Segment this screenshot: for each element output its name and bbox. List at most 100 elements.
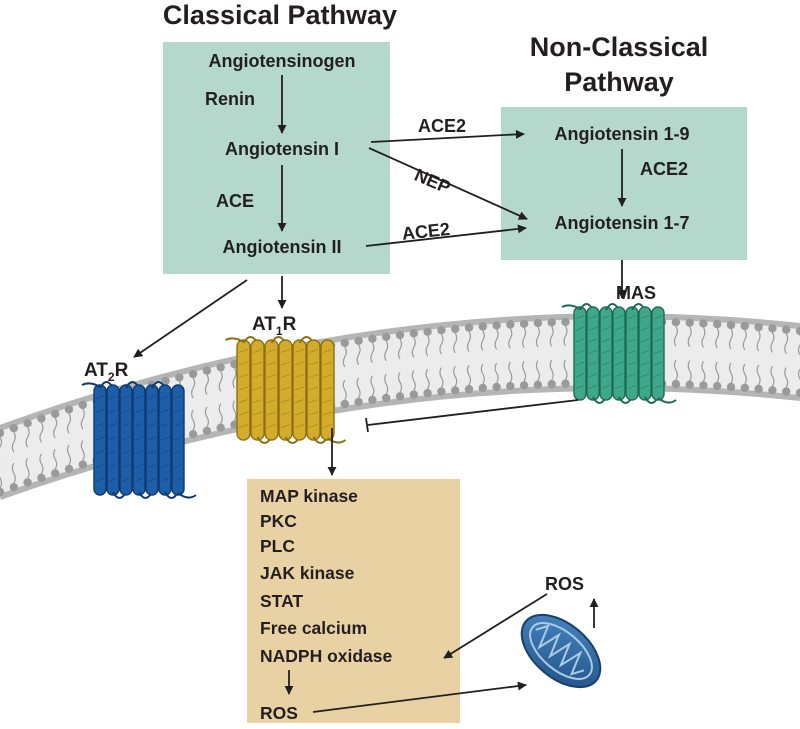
lipid-head [354, 336, 363, 345]
downstream-signaling-box [247, 479, 460, 723]
lipid-tail [784, 333, 789, 354]
lipid-tail [39, 422, 44, 443]
signaling-item: PKC [260, 511, 297, 531]
receptor-helix [145, 384, 159, 496]
signaling-item: NADPH oxidase [260, 646, 393, 666]
lipid-tail [191, 377, 196, 399]
receptor-helix [625, 306, 639, 401]
lipid-tail [453, 365, 458, 387]
lipid-head [451, 386, 460, 395]
lipid-head [795, 326, 800, 336]
lipid-tail [549, 359, 554, 381]
lipid-head [561, 317, 570, 327]
lipid-tail [549, 326, 554, 347]
lipid-tail [466, 364, 472, 386]
lipid-tail [0, 468, 3, 489]
lipid-tail [191, 409, 196, 431]
lipid-tail [342, 379, 347, 401]
signaling-item: MAP kinase [260, 486, 358, 506]
lipid-head [754, 384, 763, 394]
renin-label: Renin [205, 89, 255, 109]
lipid-head [740, 383, 749, 393]
lipid-head [726, 382, 736, 392]
lipid-head [202, 426, 212, 436]
lipid-head [9, 423, 18, 433]
receptor-helix [320, 339, 335, 441]
lipid-head [161, 376, 170, 386]
lipid-tail [425, 335, 430, 357]
arrow-ros-to-mitochondrion [312, 681, 527, 713]
ace2-top-label: ACE2 [418, 116, 466, 136]
lipid-head [9, 483, 18, 492]
lipid-head [754, 322, 763, 332]
lipid-head [795, 388, 800, 398]
receptor-helix [292, 339, 307, 441]
lipid-head [671, 318, 681, 327]
lipid-tail [204, 374, 209, 395]
lipid-head [713, 319, 722, 329]
inhibition-bar [365, 417, 369, 433]
non-classical-pathway-title-line2: Pathway [564, 67, 674, 97]
at1r-receptor [225, 336, 347, 444]
lipid-tail [742, 329, 747, 351]
lipid-tail [232, 367, 237, 389]
lipid-head [547, 379, 556, 389]
lipid-tail [673, 325, 678, 347]
receptor-helix [306, 339, 321, 441]
lipid-tail [701, 327, 706, 348]
lipid-head [23, 478, 32, 487]
receptor-helix [158, 384, 172, 496]
lipid-tail [397, 338, 403, 360]
lipid-head [395, 330, 405, 340]
receptor-helix [250, 339, 265, 441]
lipid-head [519, 319, 529, 328]
lipid-head [740, 321, 749, 331]
lipid-tail [356, 377, 361, 399]
lipid-head [768, 324, 777, 333]
lipid-tail [508, 328, 513, 349]
receptor-helix [171, 384, 185, 496]
lipid-tail [342, 346, 347, 368]
receptor-helix [106, 384, 120, 496]
lipid-tail [204, 406, 209, 428]
lipid-tail [425, 368, 430, 390]
angiotensin-1-9-label: Angiotensin 1-9 [554, 124, 689, 144]
mas-receptor [561, 303, 677, 404]
lipid-head [23, 419, 32, 428]
lipid-head [188, 369, 198, 379]
lipid-tail [439, 333, 444, 355]
lipid-tail [784, 367, 789, 388]
lipid-head [368, 395, 377, 405]
lipid-head [519, 381, 529, 390]
lipid-tail [756, 330, 761, 352]
mitochondrial-ros-label: ROS [545, 574, 584, 594]
lipid-head [216, 423, 225, 432]
lipid-head [409, 390, 418, 399]
lipid-head [699, 381, 708, 390]
receptor-helix [586, 306, 600, 401]
lipid-tail [494, 329, 499, 350]
lipid-tail [728, 362, 734, 384]
ace-label: ACE [216, 191, 254, 211]
receptor-helix [93, 384, 107, 496]
lipid-head [64, 464, 74, 474]
lipid-head [423, 327, 432, 336]
lipid-tail [39, 453, 44, 475]
lipid-head [202, 366, 212, 375]
lipid-tail [673, 359, 678, 381]
lipid-tail [535, 326, 540, 348]
lipid-tail [25, 458, 30, 479]
lipid-tail [522, 327, 527, 349]
receptor-helix [612, 306, 626, 401]
lipid-tail [563, 325, 568, 347]
lipid-head [409, 329, 418, 338]
at2r-label: AT2R [84, 360, 129, 384]
angiotensin-2-label: Angiotensin II [223, 237, 342, 257]
lipid-tail [411, 336, 416, 358]
arrow-nep-angiotensin-1-to-1-7 [368, 147, 528, 220]
lipid-head [382, 393, 391, 403]
lipid-head [768, 386, 777, 395]
lipid-head [533, 318, 543, 328]
lipid-head [51, 409, 60, 419]
classical-pathway-title: Classical Pathway [163, 0, 397, 30]
